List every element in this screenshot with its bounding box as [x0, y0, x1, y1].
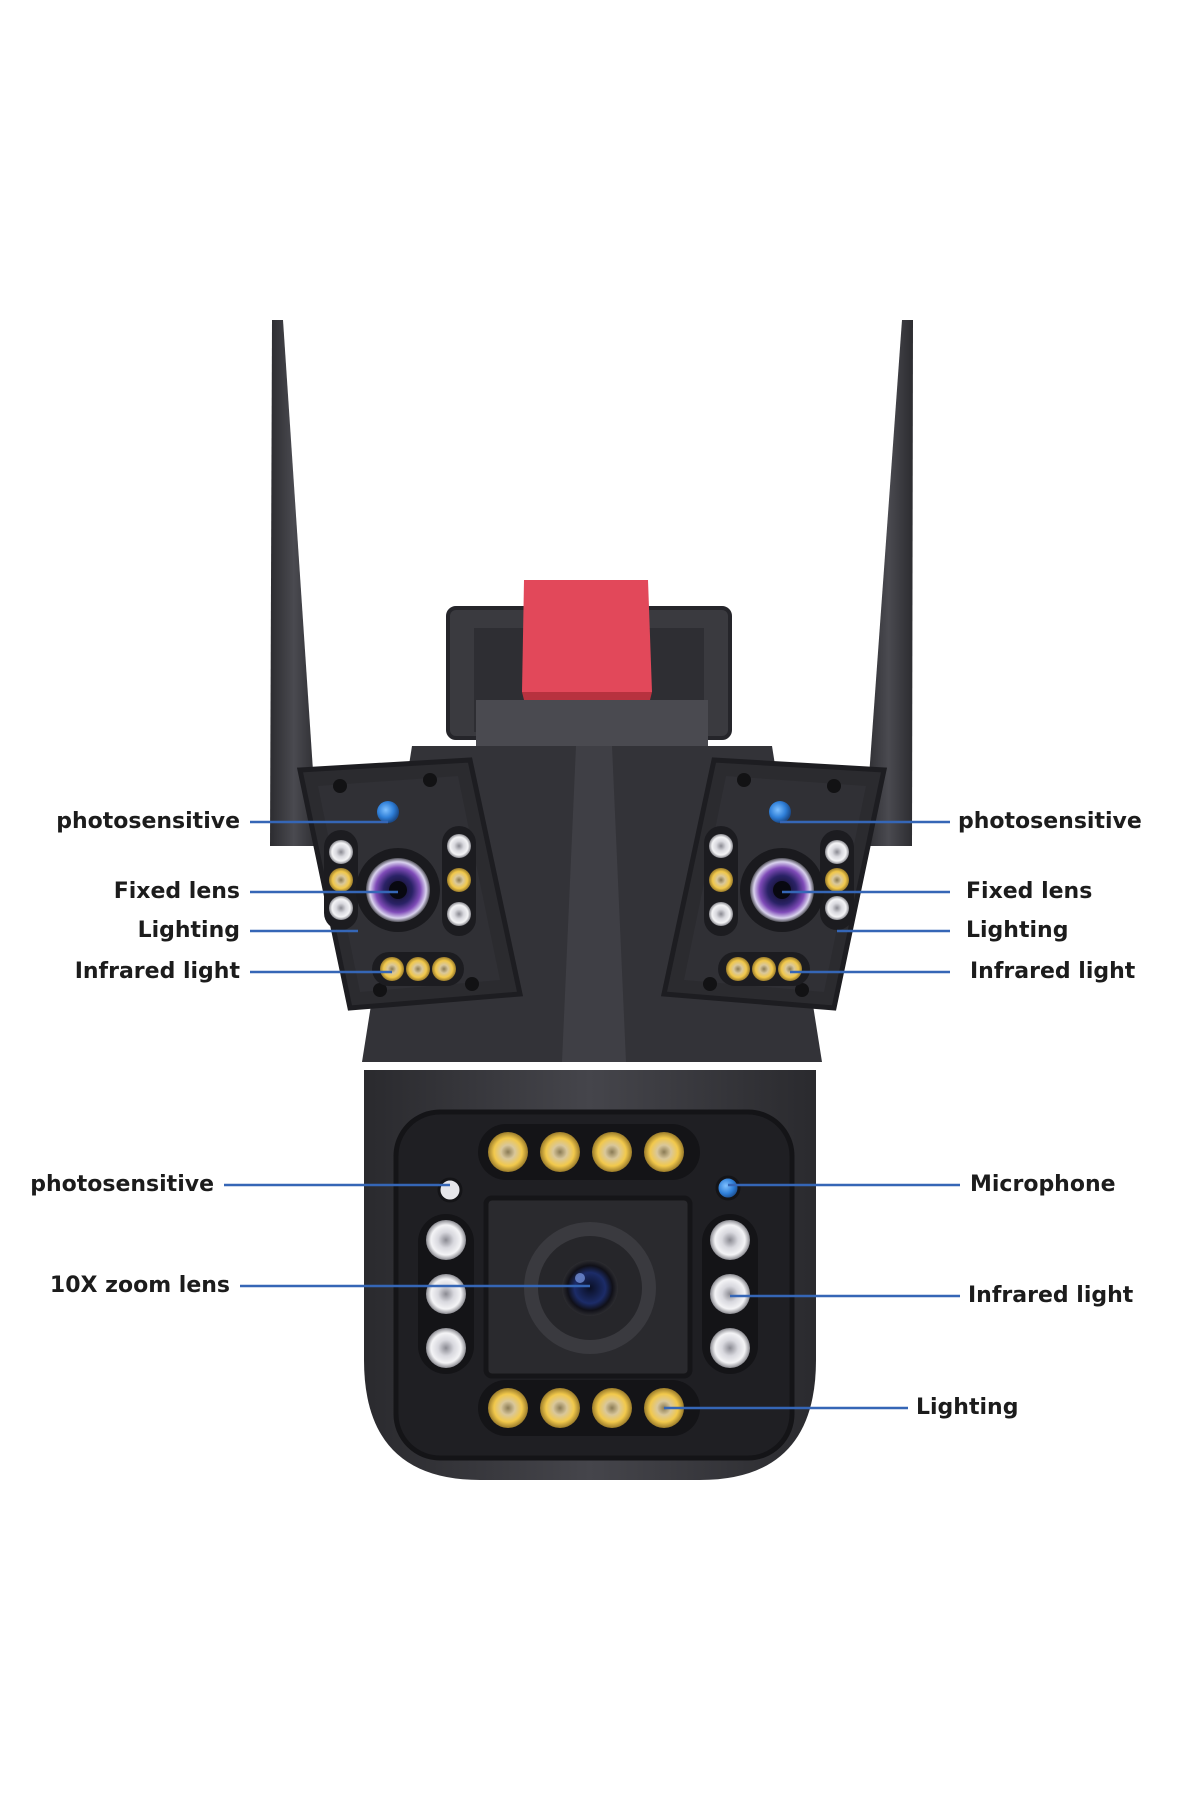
left-fixed-camera-module	[296, 757, 524, 1011]
left-antenna	[270, 320, 318, 846]
right-photosensitive-sensor	[769, 801, 791, 823]
label-left-fixed-lens: Fixed lens	[113, 879, 240, 904]
callout-lines	[224, 820, 960, 1410]
right-infrared-leds	[702, 1214, 758, 1374]
microphone-hole	[715, 1175, 741, 1201]
bracket-neck	[476, 700, 708, 746]
label-bottom-lighting: Lighting	[916, 1395, 1019, 1420]
label-right-lighting: Lighting	[966, 918, 1069, 943]
label-left-infrared-light: Infrared light	[74, 959, 240, 984]
label-left-photosensitive: photosensitive	[56, 809, 240, 834]
bottom-photosensitive-sensor	[437, 1177, 463, 1203]
left-photosensitive-sensor	[377, 801, 399, 823]
label-left-lighting: Lighting	[137, 918, 240, 943]
central-ridge	[562, 746, 626, 1062]
left-infrared-leds	[418, 1214, 474, 1374]
label-microphone: Microphone	[970, 1172, 1116, 1197]
bottom-lighting-leds	[478, 1380, 700, 1436]
label-right-infrared-light: Infrared light	[970, 959, 1136, 984]
top-lighting-leds	[478, 1124, 700, 1180]
red-top-block	[522, 580, 652, 692]
label-right-fixed-lens: Fixed lens	[966, 879, 1093, 904]
right-antenna	[864, 320, 913, 846]
label-bottom-infrared-light: Infrared light	[968, 1283, 1134, 1308]
label-right-photosensitive: photosensitive	[958, 809, 1142, 834]
label-bottom-photosensitive: photosensitive	[30, 1172, 214, 1197]
label-zoom-lens: 10X zoom lens	[49, 1273, 230, 1298]
